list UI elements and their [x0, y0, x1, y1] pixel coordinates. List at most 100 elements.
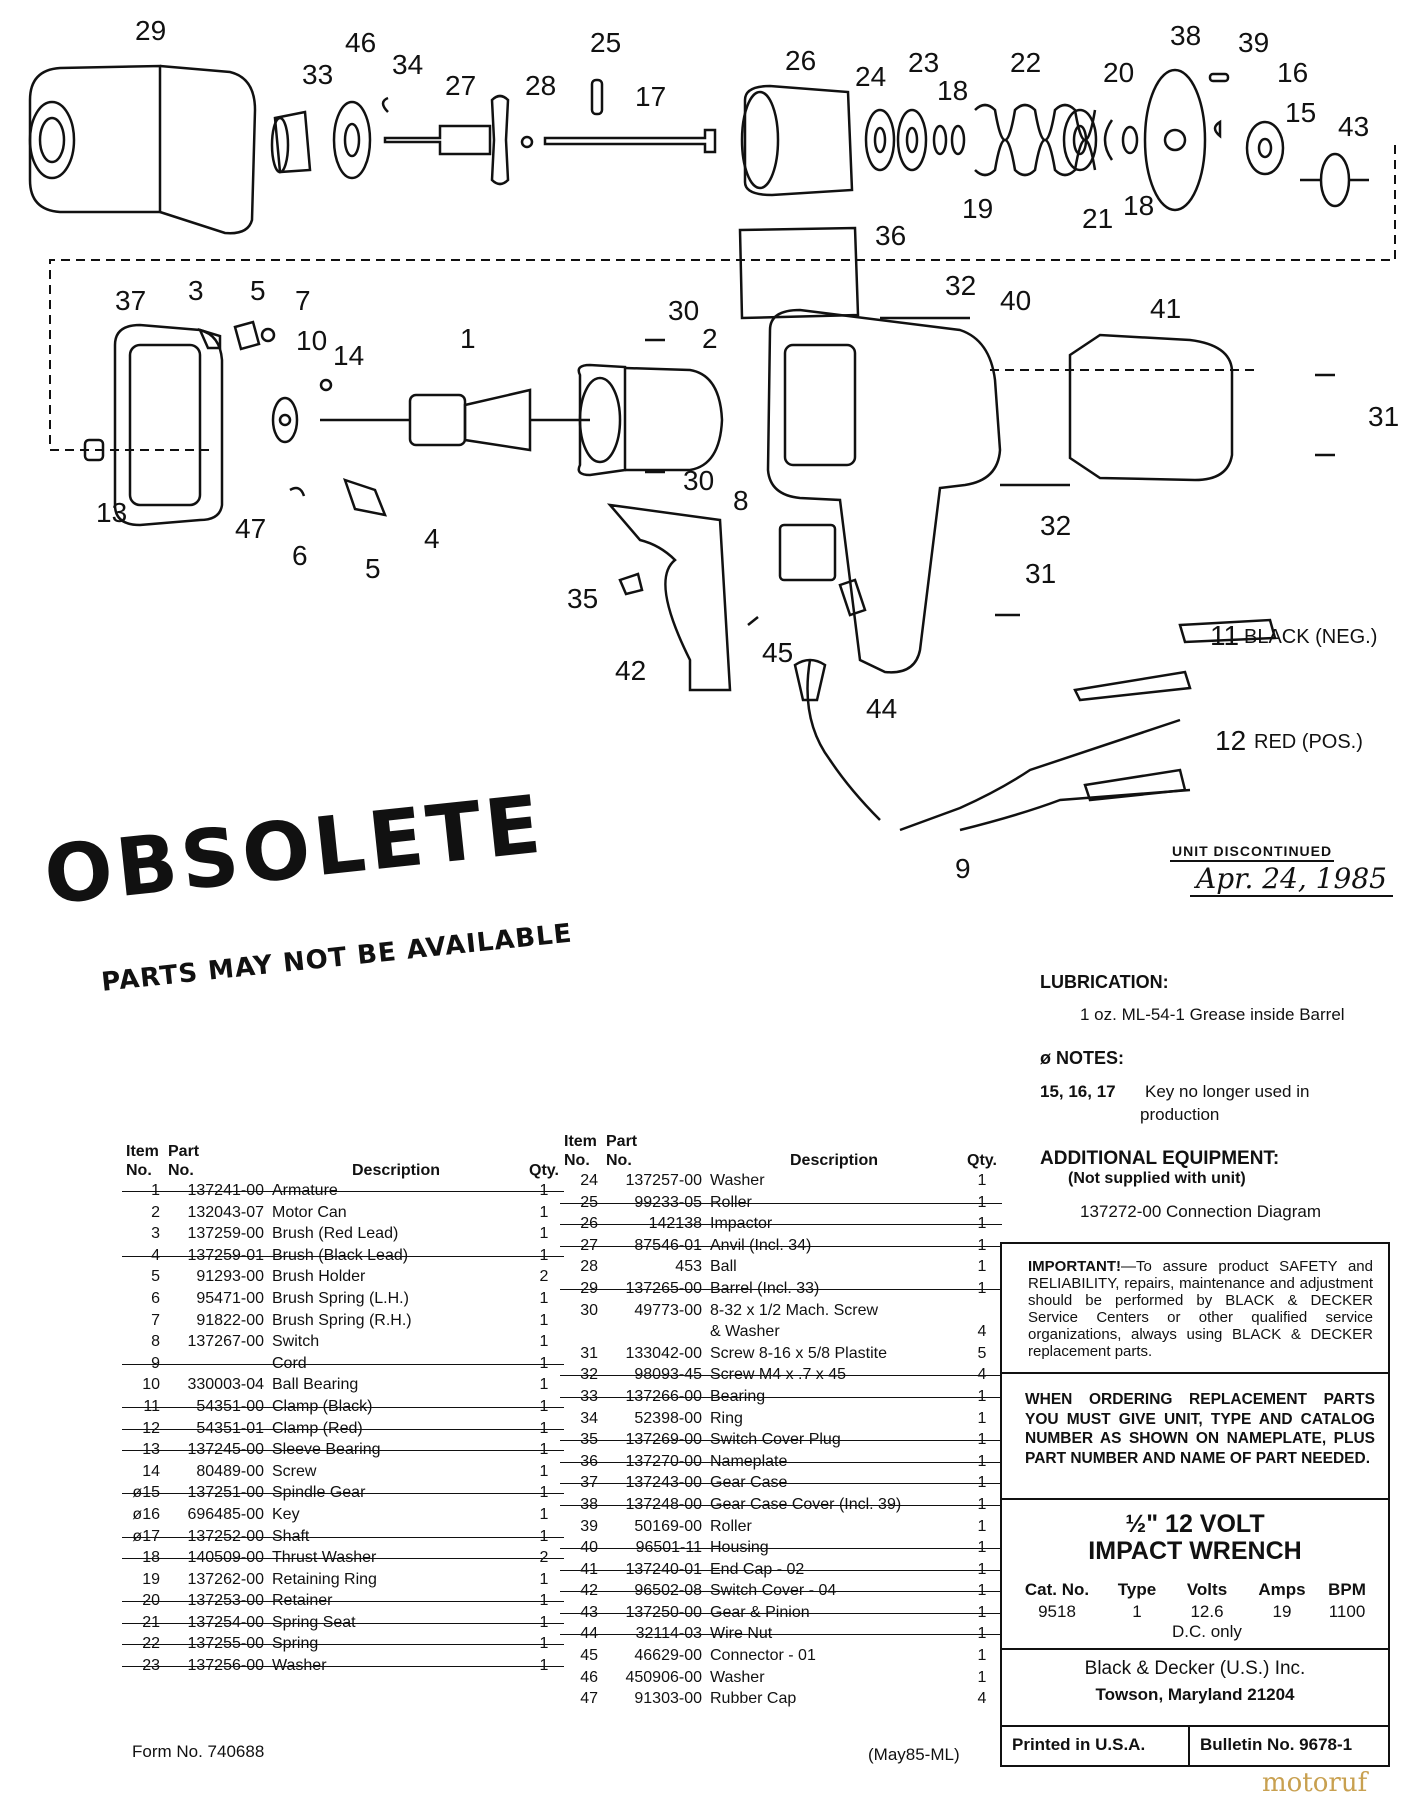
item-no: 18 [122, 1547, 164, 1569]
notes-heading: ø NOTES: [1040, 1048, 1124, 1068]
item-no: 43 [560, 1602, 602, 1624]
callout: 12 [1215, 725, 1246, 756]
callout: 47 [235, 513, 266, 544]
part-no: 132043-07 [187, 1203, 264, 1221]
callout: 39 [1238, 27, 1269, 58]
item-no: 19 [142, 1570, 160, 1588]
quantity: 5 [977, 1344, 987, 1362]
quantity: 1 [524, 1655, 564, 1677]
quantity: 1 [524, 1396, 564, 1418]
item-no: 12 [122, 1418, 164, 1440]
callout: 5 [250, 275, 266, 306]
part-no: 137265-00 [602, 1278, 706, 1300]
item-no: 38 [560, 1494, 602, 1516]
table-header: Item No. Part No. Description Qty. [560, 1132, 1002, 1170]
description: Rubber Cap [710, 1690, 797, 1708]
black-lead-label: BLACK (NEG.) [1244, 626, 1377, 648]
col-qty-header: Qty. [967, 1152, 997, 1169]
item-no: 21 [122, 1612, 164, 1634]
part-no: 99233-05 [602, 1192, 706, 1214]
form-number: Form No. 740688 [132, 1742, 265, 1761]
item-no: 8 [151, 1333, 160, 1351]
part-no: 330003-04 [187, 1376, 264, 1394]
spec-dc: D.C. only [1172, 1622, 1242, 1641]
part-no: 137256-00 [164, 1655, 268, 1677]
spec-type-value: 1 [1132, 1602, 1142, 1621]
callout: 45 [762, 637, 793, 668]
item-no: ø16 [132, 1505, 160, 1523]
spec-amps-value: 19 [1272, 1602, 1292, 1621]
red-lead-label: RED (POS.) [1254, 731, 1363, 753]
description: Connector - 01 [710, 1647, 816, 1665]
item-no: 46 [580, 1668, 598, 1686]
description: Retainer [268, 1590, 524, 1612]
quantity: 1 [539, 1289, 549, 1307]
table-header: Item No. Part No. Description Qty. [122, 1142, 564, 1180]
quantity: 1 [524, 1482, 564, 1504]
quantity: 1 [977, 1668, 987, 1686]
quantity: 1 [539, 1570, 549, 1588]
callout: 6 [292, 540, 308, 571]
important-text: —To assure product SAFETY and RELIABILIT… [1028, 1258, 1373, 1360]
quantity: 1 [524, 1353, 564, 1375]
col-part-header: Part No. [606, 1133, 638, 1169]
item-no: ø17 [122, 1526, 164, 1548]
callout: 15 [1285, 97, 1316, 128]
callout: 46 [345, 27, 376, 58]
quantity: 1 [524, 1418, 564, 1440]
col-qty-header: Qty. [529, 1162, 559, 1179]
description: 8-32 x 1/2 Mach. Screw [710, 1301, 879, 1319]
part-no: 46629-00 [634, 1647, 702, 1665]
additional-sub: (Not supplied with unit) [1068, 1170, 1246, 1187]
notes-text-2: production [1140, 1105, 1220, 1124]
part-no: 450906-00 [625, 1668, 702, 1686]
parts-not-available: PARTS MAY NOT BE AVAILABLE [100, 919, 574, 998]
item-no: 36 [560, 1451, 602, 1473]
callout: 33 [302, 59, 333, 90]
important-notice: IMPORTANT!—To assure product SAFETY and … [1028, 1258, 1373, 1360]
part-no: 95471-00 [196, 1289, 264, 1307]
description: Barrel (Incl. 33) [706, 1278, 962, 1300]
callout: 1 [460, 323, 476, 354]
spec-cat-header: Cat. No. [1024, 1580, 1090, 1599]
item-no: 1 [122, 1180, 164, 1202]
parts-table-left: Item No. Part No. Description Qty. 1 1372… [122, 1142, 564, 1677]
callout: 16 [1277, 57, 1308, 88]
quantity: 1 [524, 1612, 564, 1634]
spec-table: Cat. No. Type Volts Amps BPM 9518 1 12.6… [1012, 1580, 1382, 1642]
item-no: 22 [122, 1633, 164, 1655]
part-no: 137266-00 [602, 1386, 706, 1408]
additional-item: 137272-00 Connection Diagram [1080, 1202, 1321, 1221]
quantity: 1 [962, 1451, 1002, 1473]
item-no [560, 1321, 602, 1343]
part-no: 137252-00 [164, 1526, 268, 1548]
callout: 11 [1210, 620, 1239, 651]
callout: 41 [1150, 293, 1181, 324]
additional-heading: ADDITIONAL EQUIPMENT: [1040, 1148, 1280, 1169]
important-lead: IMPORTANT! [1028, 1258, 1122, 1275]
description: Bearing [706, 1386, 962, 1408]
col-part-header: Part No. [168, 1143, 200, 1179]
description: Roller [706, 1192, 962, 1214]
stamp-subtitle: PARTS MAY NOT BE AVAILABLE [100, 918, 574, 998]
